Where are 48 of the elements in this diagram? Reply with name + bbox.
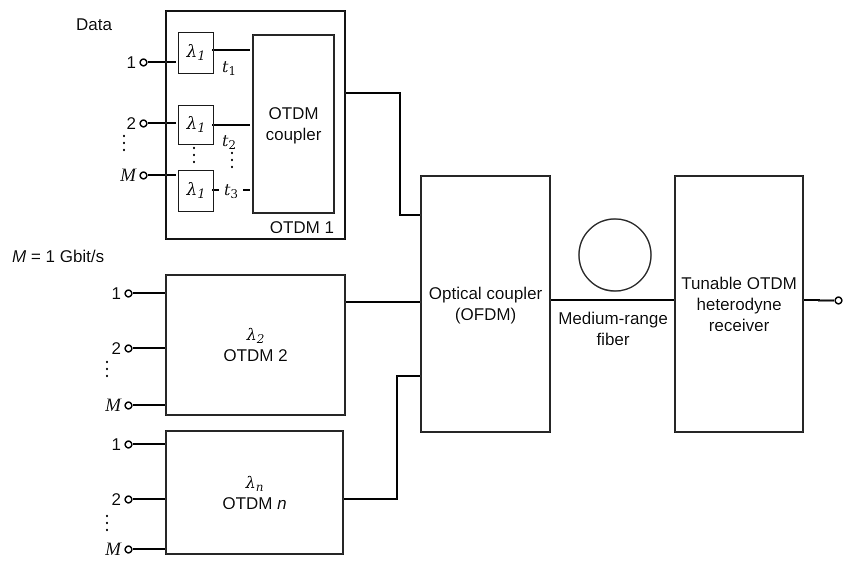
connector-line <box>133 347 165 349</box>
terminal-label: 2 <box>112 490 121 508</box>
box-text: λ$_{1}$ <box>186 41 206 66</box>
terminal-icon <box>834 296 843 305</box>
box-text: λ$_{n}$ <box>246 472 264 492</box>
terminal-label: M <box>105 540 121 558</box>
connector-line <box>212 49 250 51</box>
connector-line <box>551 299 674 301</box>
box-text: OTDM 2 <box>223 345 288 366</box>
connector-line <box>148 61 176 63</box>
connector-line <box>133 404 165 406</box>
terminal-label: M <box>120 166 136 184</box>
connector-line <box>133 548 165 550</box>
box-title: OTDM 1 <box>270 219 334 236</box>
note-text: M = 1 Gbit/s <box>12 246 104 268</box>
process-box <box>252 34 335 214</box>
process-box <box>178 32 214 74</box>
box-text: Tunable OTDM heterodyne receiver <box>680 272 798 336</box>
group-box <box>165 10 346 240</box>
terminal-label: M <box>105 396 121 414</box>
note-text: Data <box>76 14 112 36</box>
process-box <box>165 274 346 416</box>
connector-line <box>133 498 165 500</box>
terminal-label: 1 <box>112 436 121 452</box>
connector-line <box>148 122 176 124</box>
box-text: OTDM coupler <box>264 103 322 145</box>
process-box <box>674 175 804 433</box>
connector-line <box>212 124 250 126</box>
connector-line <box>148 174 176 176</box>
connector-line <box>133 443 165 445</box>
connector-line <box>346 301 420 303</box>
box-text: λ$_{1}$ <box>186 179 206 204</box>
process-box <box>420 175 551 433</box>
connector-line <box>344 375 420 500</box>
terminal-label: 2 <box>112 340 121 356</box>
terminal-label: 1 <box>126 54 136 70</box>
connector-line <box>133 292 165 294</box>
connector-line <box>346 92 420 216</box>
terminal-label: 2 <box>126 114 136 132</box>
process-box <box>178 170 214 212</box>
process-box <box>178 105 214 145</box>
terminal-label: 1 <box>112 284 121 302</box>
box-text: OTDM n <box>222 492 287 514</box>
connector-line <box>804 299 834 302</box>
box-text: Optical coupler (OFDM) <box>428 283 544 325</box>
box-text: λ$_{1}$ <box>186 113 206 138</box>
box-text: λ$_{2}$ <box>246 324 264 345</box>
process-box <box>165 430 344 555</box>
